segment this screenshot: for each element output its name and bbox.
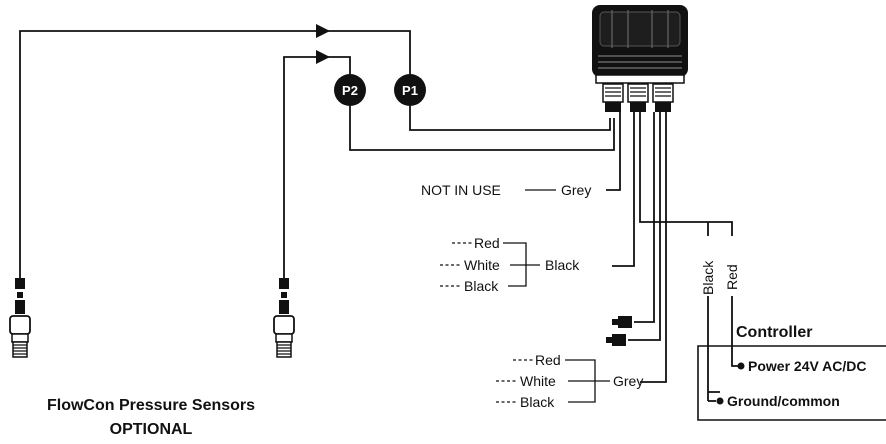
- ground-terminal: [716, 397, 724, 405]
- p2-badge: P2: [334, 74, 366, 106]
- connector-plug-icon: [612, 316, 632, 328]
- vertical-black-label: Black: [700, 260, 716, 295]
- pressure-sensor-right: [273, 278, 295, 358]
- pressure-tube-p2: [283, 50, 615, 280]
- actuator: [592, 5, 688, 112]
- p1-badge: P1: [394, 74, 426, 106]
- wire-black-bottom: Black: [520, 394, 555, 410]
- p1-label: P1: [402, 83, 418, 98]
- ground-label: Ground/common: [727, 393, 840, 409]
- vertical-red-label: Red: [724, 264, 740, 290]
- caption-line1: FlowCon Pressure Sensors: [47, 397, 255, 414]
- black-label-mid: Black: [545, 257, 580, 273]
- actuator-icon: [592, 5, 688, 112]
- cable-power: [639, 112, 740, 393]
- wire-group-bottom: Red White Black Grey: [496, 352, 643, 410]
- p2-label: P2: [342, 83, 358, 98]
- cables-to-plugs: [606, 112, 661, 346]
- cable-grey-bottom: [640, 112, 667, 383]
- not-in-use-label: NOT IN USE: [421, 182, 501, 198]
- grey-label-top: Grey: [561, 182, 591, 198]
- caption-line2: OPTIONAL: [110, 421, 193, 438]
- controller-box: Controller Power 24V AC/DC Ground/common: [697, 324, 886, 421]
- wire-red-bottom: Red: [535, 352, 561, 368]
- wire-black-top: Black: [464, 278, 499, 294]
- flow-arrow-icon: [316, 24, 330, 38]
- pressure-sensor-icon: [9, 278, 31, 358]
- wire-group-top: Red White Black Black: [440, 235, 580, 294]
- connector-plug-icon: [606, 334, 626, 346]
- flow-arrow-icon: [316, 50, 330, 64]
- cable-black: [612, 112, 635, 267]
- wire-white-bottom: White: [520, 373, 556, 389]
- pressure-tube-p1: [19, 24, 611, 280]
- wire-red-top: Red: [474, 235, 500, 251]
- cable-grey-not-in-use: [525, 112, 621, 191]
- pressure-sensor-icon: [273, 278, 295, 358]
- power-label: Power 24V AC/DC: [748, 358, 867, 374]
- controller-title: Controller: [736, 324, 812, 341]
- wire-white-top: White: [464, 257, 500, 273]
- pressure-sensor-left: [9, 278, 31, 358]
- power-terminal: [737, 362, 745, 370]
- grey-label-bottom: Grey: [613, 373, 643, 389]
